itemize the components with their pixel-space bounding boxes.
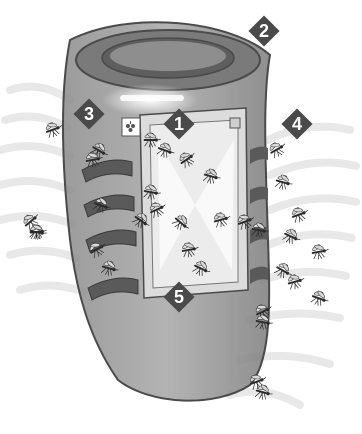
airflow-swirl bbox=[0, 146, 70, 156]
airflow-swirl bbox=[270, 198, 356, 210]
mosquito-icon bbox=[30, 223, 48, 240]
callout-2: 2 bbox=[248, 15, 279, 46]
callout-1-label: 1 bbox=[174, 114, 184, 134]
airflow-swirl bbox=[270, 163, 356, 175]
callout-3-label: 3 bbox=[84, 104, 94, 124]
airflow-swirl bbox=[268, 127, 350, 140]
callout-5-label: 5 bbox=[174, 287, 184, 307]
airflow-swirl bbox=[10, 87, 70, 100]
airflow-swirl bbox=[0, 181, 70, 190]
airflow-swirl bbox=[20, 285, 84, 292]
callout-2-label: 2 bbox=[259, 21, 269, 41]
uv-light-icon bbox=[102, 84, 198, 116]
airflow-swirl bbox=[268, 234, 352, 245]
grape-cluster-icon bbox=[122, 118, 140, 136]
mosquito-icon bbox=[310, 288, 331, 308]
airflow-swirl bbox=[5, 116, 68, 128]
callout-4-label: 4 bbox=[292, 114, 302, 134]
mosquito-icon bbox=[290, 204, 311, 224]
airflow-swirl bbox=[10, 251, 76, 258]
mosquito-icon bbox=[311, 242, 330, 260]
